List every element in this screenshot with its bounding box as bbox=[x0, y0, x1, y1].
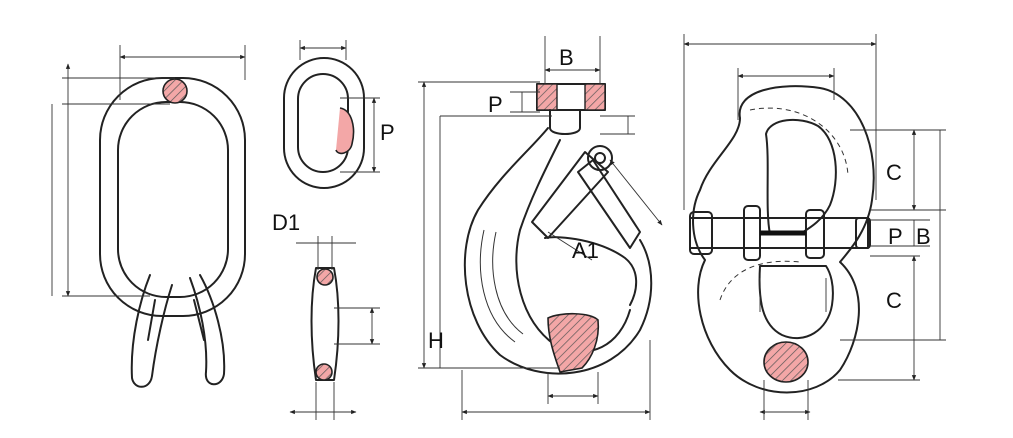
conn-b-label: B bbox=[916, 224, 931, 249]
master-link-view bbox=[51, 45, 246, 388]
connecting-link-view: C P B C bbox=[683, 34, 946, 420]
hook-b-label: B bbox=[559, 45, 574, 70]
hook-p-label: P bbox=[488, 92, 503, 117]
link-p-label: P bbox=[380, 120, 395, 145]
hook-h-label: H bbox=[428, 328, 444, 353]
safety-hook-view: B P H A1 bbox=[418, 36, 663, 420]
conn-c-bottom-label: C bbox=[886, 288, 902, 313]
small-link-side-view: D1 bbox=[272, 210, 380, 420]
conn-p-label: P bbox=[888, 224, 903, 249]
small-link-front-view: P bbox=[283, 40, 395, 189]
hook-a1-label: A1 bbox=[572, 238, 599, 263]
conn-c-top-label: C bbox=[886, 160, 902, 185]
link-d1-label: D1 bbox=[272, 210, 300, 235]
